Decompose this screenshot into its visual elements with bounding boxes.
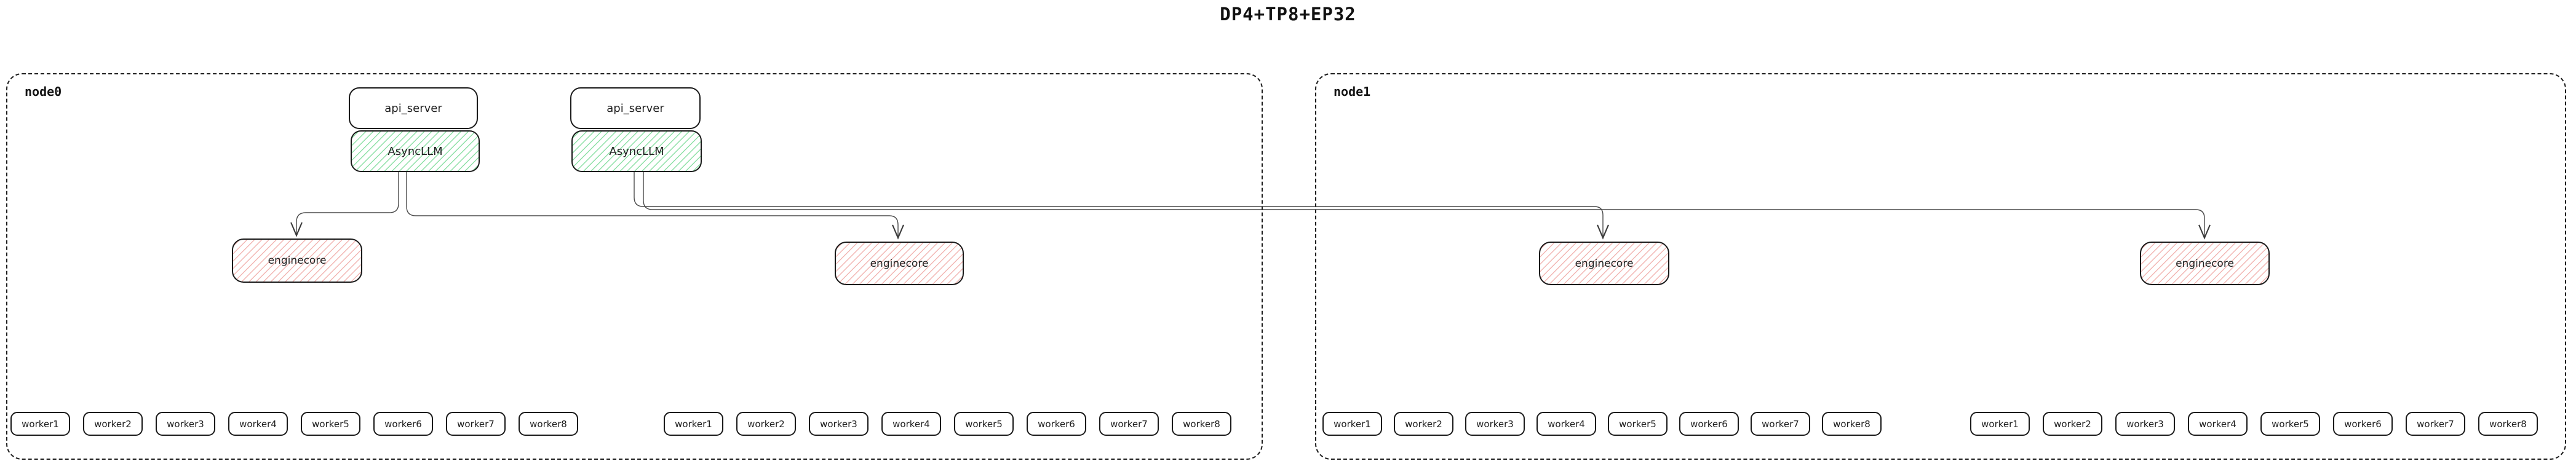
worker-box: worker8 bbox=[2478, 412, 2538, 436]
worker-box: worker5 bbox=[954, 412, 1014, 436]
worker-box: worker6 bbox=[373, 412, 433, 436]
worker-box: worker3 bbox=[2115, 412, 2175, 436]
worker-box: worker8 bbox=[1822, 412, 1882, 436]
enginecore-1: enginecore bbox=[232, 238, 362, 283]
worker-box: worker1 bbox=[10, 412, 70, 436]
node1-container: node1 enginecore enginecore worker1 work… bbox=[1315, 73, 2566, 460]
worker-box: worker6 bbox=[1027, 412, 1086, 436]
worker-box: worker5 bbox=[2260, 412, 2320, 436]
worker-box: worker4 bbox=[881, 412, 941, 436]
enginecore-4: enginecore bbox=[2140, 242, 2270, 285]
api-server-2: api_server bbox=[570, 87, 701, 129]
worker-box: worker5 bbox=[301, 412, 360, 436]
enginecore-3: enginecore bbox=[1539, 242, 1669, 285]
worker-box: worker2 bbox=[2043, 412, 2102, 436]
enginecore-2: enginecore bbox=[835, 242, 964, 285]
node0-worker-group-2: worker1 worker2 worker3 worker4 worker5 … bbox=[664, 412, 1231, 436]
worker-box: worker1 bbox=[1322, 412, 1382, 436]
worker-box: worker2 bbox=[736, 412, 796, 436]
worker-box: worker7 bbox=[1751, 412, 1810, 436]
worker-box: worker1 bbox=[1970, 412, 2030, 436]
worker-box: worker8 bbox=[519, 412, 578, 436]
diagram-title: DP4+TP8+EP32 bbox=[1220, 4, 1356, 25]
node0-label: node0 bbox=[25, 84, 62, 99]
worker-box: worker5 bbox=[1608, 412, 1668, 436]
worker-box: worker3 bbox=[156, 412, 215, 436]
asyncllm-1: AsyncLLM bbox=[351, 130, 480, 172]
api-server-1: api_server bbox=[349, 87, 478, 129]
node1-worker-group-1: worker1 worker2 worker3 worker4 worker5 … bbox=[1322, 412, 1882, 436]
worker-box: worker2 bbox=[1394, 412, 1453, 436]
node0-container: node0 api_server AsyncLLM api_server Asy… bbox=[6, 73, 1263, 460]
asyncllm-2: AsyncLLM bbox=[571, 130, 702, 172]
worker-box: worker7 bbox=[446, 412, 506, 436]
worker-box: worker7 bbox=[2406, 412, 2465, 436]
worker-box: worker8 bbox=[1172, 412, 1231, 436]
worker-box: worker4 bbox=[2188, 412, 2248, 436]
node1-label: node1 bbox=[1334, 84, 1371, 99]
worker-box: worker6 bbox=[1679, 412, 1739, 436]
worker-box: worker6 bbox=[2333, 412, 2393, 436]
worker-box: worker4 bbox=[228, 412, 288, 436]
worker-box: worker3 bbox=[1465, 412, 1525, 436]
node0-worker-group-1: worker1 worker2 worker3 worker4 worker5 … bbox=[10, 412, 578, 436]
worker-box: worker2 bbox=[83, 412, 143, 436]
node1-worker-group-2: worker1 worker2 worker3 worker4 worker5 … bbox=[1970, 412, 2538, 436]
worker-box: worker3 bbox=[809, 412, 869, 436]
worker-box: worker7 bbox=[1099, 412, 1159, 436]
worker-box: worker4 bbox=[1536, 412, 1596, 436]
worker-box: worker1 bbox=[664, 412, 723, 436]
